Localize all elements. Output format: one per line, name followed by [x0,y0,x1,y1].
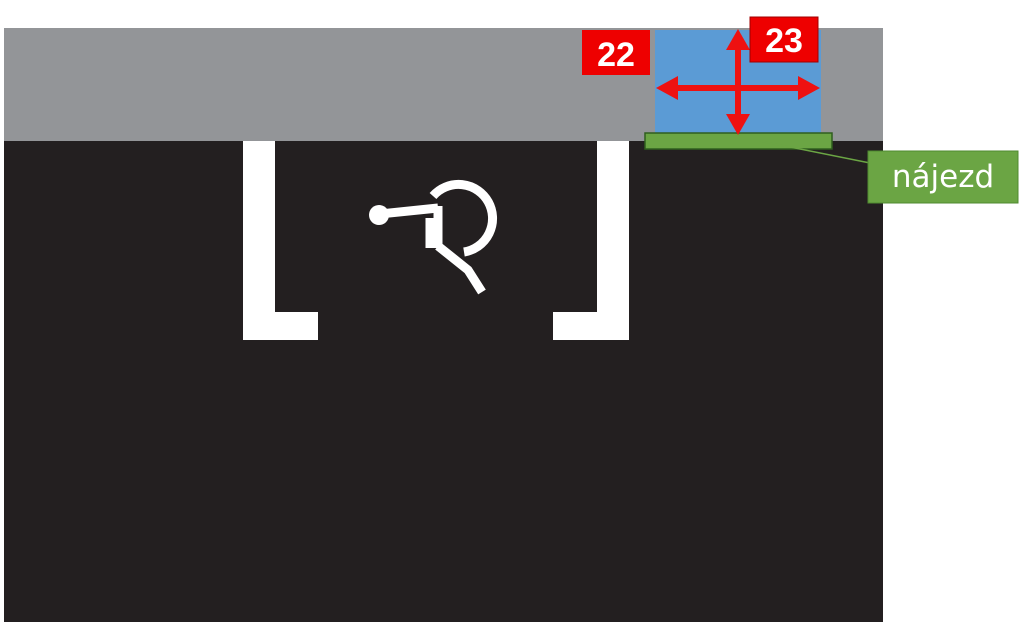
parking-space-left-marking [243,141,318,340]
ramp-label: nájezd [867,150,1019,204]
marker-badge-23: 23 [749,16,819,63]
parking-space-right-marking [553,141,629,340]
ramp-label-text: nájezd [892,159,994,195]
marker-badge-23-label: 23 [765,22,803,60]
four-way-arrow-icon [656,29,820,135]
wheelchair-symbol-icon [369,179,498,295]
ramp-leader-line [759,140,871,164]
ramp [644,132,833,150]
marker-badge-22-label: 22 [597,36,635,74]
marker-badge-22: 22 [582,30,650,75]
